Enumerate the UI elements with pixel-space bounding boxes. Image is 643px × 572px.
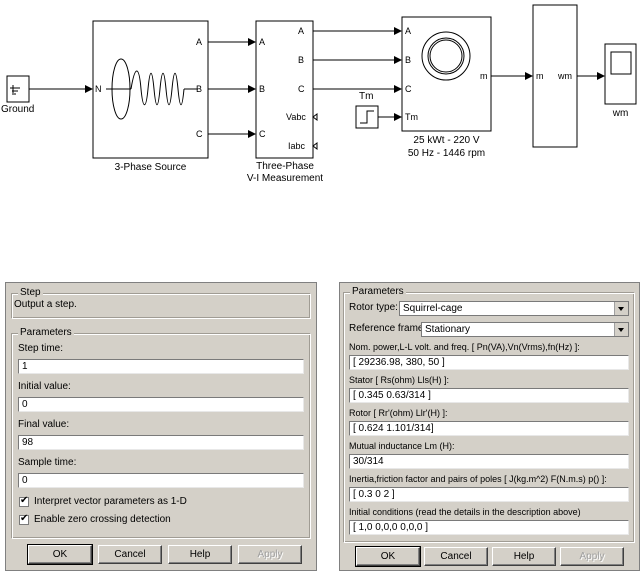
step-time-label: Step time: [18,343,64,354]
machine-params-title: Parameters [350,286,406,297]
zero-crossing-checkbox[interactable] [19,513,29,525]
machine-parameters-group: Parameters Rotor type: Squirrel-cage Ref… [343,286,635,543]
mutual-inductance-input[interactable]: 30/314 [349,454,629,469]
source-label: 3-Phase Source [114,162,187,173]
machine-in-tm: Tm [405,112,418,122]
machine-out-m: m [480,71,488,81]
machine-ok-button[interactable]: OK [355,546,421,567]
step-params-title: Parameters [18,327,74,338]
step-label: Tm [359,91,374,102]
final-value-input[interactable]: 98 [18,435,304,450]
meas-out-c: C [298,84,305,94]
machine-label-2: 50 Hz - 1446 rpm [407,148,486,159]
rotor-label: Rotor [ Rr'(ohm) Llr'(H) ]: [349,408,448,418]
meas-out-b: B [298,55,305,65]
meas-out-iabc: Iabc [288,141,306,151]
diagram-canvas [6,4,637,159]
rotor-type-select[interactable]: Squirrel-cage [399,301,629,316]
zero-crossing-label: Enable zero crossing detection [34,514,171,525]
step-help-button[interactable]: Help [168,545,232,564]
machine-parameters-dialog: Parameters Rotor type: Squirrel-cage Ref… [339,282,640,571]
source-port-a: A [196,37,203,47]
demux-out-wm: wm [558,71,572,81]
step-time-input[interactable]: 1 [18,359,304,374]
machine-outer-circle-icon [421,31,471,81]
sample-time-label: Sample time: [18,457,77,468]
source-port-n: N [95,84,102,94]
simulink-diagram: Ground N A B C 3-Phase Source A B C A B … [0,0,643,250]
meas-in-b: B [259,84,266,94]
interpret-vector-label: Interpret vector parameters as 1-D [34,496,187,507]
meas-label-1: Three-Phase [256,161,314,172]
step-icon [360,110,374,124]
ground-label: Ground [1,104,35,115]
machine-in-b: B [405,55,412,65]
nom-power-input[interactable]: [ 29236.98, 380, 50 ] [349,355,629,370]
step-ok-button[interactable]: OK [27,544,93,565]
initial-value-input[interactable]: 0 [18,397,304,412]
initial-conditions-input[interactable]: [ 1,0 0,0,0 0,0,0 ] [349,520,629,535]
three-phase-source-block[interactable] [92,20,209,159]
step-group-title: Step [18,287,43,298]
machine-in-c: C [405,84,412,94]
step-parameters-dialog: Step Output a step. Parameters Step time… [5,282,317,571]
vi-measurement-block[interactable] [255,20,318,159]
step-apply-button[interactable]: Apply [238,545,302,564]
demux-in-m: m [536,71,544,81]
scope-screen-icon [610,51,632,75]
interpret-vector-checkbox[interactable] [19,495,29,507]
meas-label-2: V-I Measurement [246,173,324,184]
scope-label: wm [612,108,629,119]
chevron-down-icon[interactable] [614,302,628,315]
nom-power-label: Nom. power,L-L volt. and freq. [ Pn(VA),… [349,342,580,352]
step-parameters-group: Parameters Step time: 1 Initial value: 0… [11,327,311,539]
vabc-port-icon [312,113,318,121]
initial-conditions-label: Initial conditions (read the details in … [349,507,581,517]
asynchronous-machine-block[interactable] [401,16,492,132]
initial-value-label: Initial value: [18,381,71,392]
ground-block[interactable] [6,75,30,103]
stator-label: Stator [ Rs(ohm) Lls(H) ]: [349,375,450,385]
reference-frame-select[interactable]: Stationary [421,322,629,337]
stator-input[interactable]: [ 0.345 0.63/314 ] [349,388,629,403]
step-cancel-button[interactable]: Cancel [98,545,162,564]
rotor-type-value: Squirrel-cage [403,303,463,314]
sample-time-input[interactable]: 0 [18,473,304,488]
chevron-down-icon[interactable] [614,323,628,336]
step-description: Output a step. [14,299,77,310]
meas-in-c: C [259,129,266,139]
inertia-input[interactable]: [ 0.3 0 2 ] [349,487,629,502]
final-value-label: Final value: [18,419,70,430]
machine-apply-button[interactable]: Apply [560,547,624,566]
machine-help-button[interactable]: Help [492,547,556,566]
machine-cancel-button[interactable]: Cancel [424,547,488,566]
inertia-label: Inertia,friction factor and pairs of pol… [349,474,607,484]
iabc-port-icon [312,142,318,150]
source-port-c: C [196,129,203,139]
machine-measurement-demux-block[interactable] [532,4,578,148]
meas-out-a: A [298,26,305,36]
meas-out-vabc: Vabc [286,112,306,122]
source-port-b: B [196,84,203,94]
machine-in-a: A [405,26,412,36]
machine-label-1: 25 kWt - 220 V [413,135,480,146]
step-block[interactable] [355,105,379,129]
rotor-input[interactable]: [ 0.624 1.101/314] [349,421,629,436]
reference-frame-label: Reference frame: [349,323,427,334]
mutual-inductance-label: Mutual inductance Lm (H): [349,441,455,451]
scope-block[interactable] [604,43,637,105]
meas-in-a: A [259,37,266,47]
reference-frame-value: Stationary [425,324,471,335]
step-description-group: Step Output a step. [11,287,311,319]
rotor-type-label: Rotor type: [349,302,398,313]
